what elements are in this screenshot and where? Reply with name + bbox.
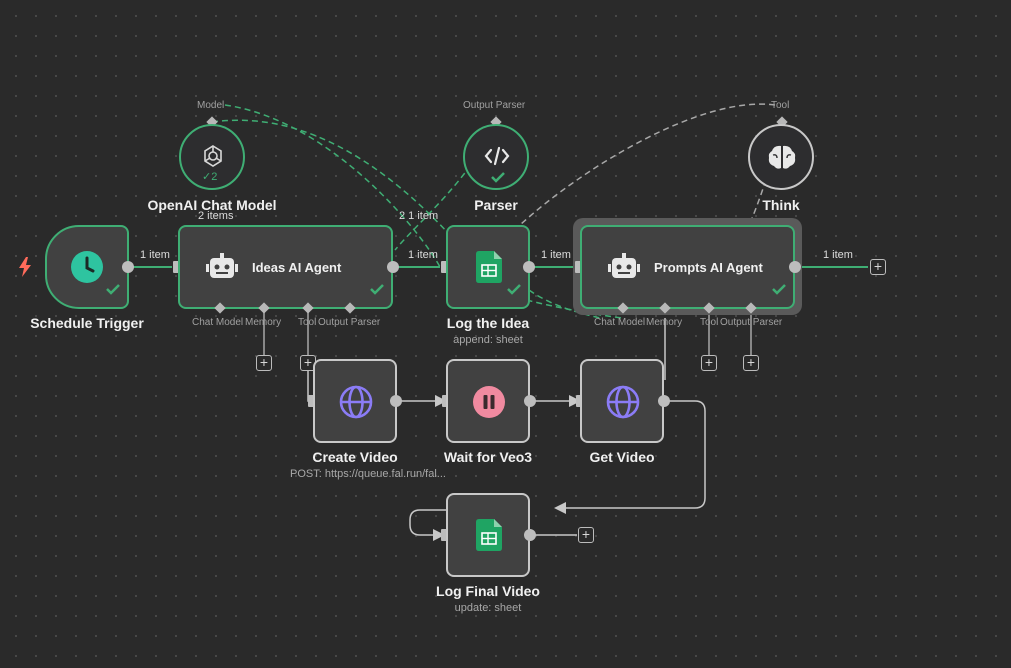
- prompts-output-handle[interactable]: [789, 261, 801, 273]
- prompts-output-parser-add-button[interactable]: +: [743, 355, 759, 371]
- get-video-output-handle[interactable]: [658, 395, 670, 407]
- robot-icon: [206, 252, 238, 282]
- create-video-input-handle[interactable]: [308, 395, 315, 407]
- success-check-icon: [771, 282, 787, 301]
- prompts-port-tool: Tool: [700, 317, 719, 328]
- get-video-node[interactable]: [580, 359, 664, 443]
- success-check-icon: [506, 282, 522, 301]
- schedule-title: Schedule Trigger: [30, 315, 144, 331]
- edge-model-ideas: [211, 119, 451, 236]
- globe-icon: [605, 384, 641, 420]
- prompts-output-add-button[interactable]: +: [870, 259, 886, 275]
- ideas-output-handle[interactable]: [387, 261, 399, 273]
- log-final-title: Log Final Video: [436, 583, 540, 599]
- prompts-port-output-parser: Output Parser: [720, 317, 783, 328]
- get-video-input-handle[interactable]: [576, 395, 583, 407]
- ideas-agent-node[interactable]: Ideas AI Agent: [178, 225, 393, 309]
- openai-port-label: Model: [197, 100, 225, 111]
- ideas-port-memory: Memory: [245, 317, 282, 328]
- log-final-add-button[interactable]: +: [578, 527, 594, 543]
- ideas-title: Ideas AI Agent: [252, 259, 342, 275]
- edge-label-prompts-out: 1 item: [823, 249, 853, 261]
- success-check-icon: [369, 282, 385, 301]
- prompts-title: Prompts AI Agent: [654, 259, 763, 275]
- ideas-input-handle[interactable]: [173, 261, 180, 273]
- edge-label-ideas-log: 1 item: [408, 249, 438, 261]
- wait-output-handle[interactable]: [524, 395, 536, 407]
- prompts-port-memory: Memory: [646, 317, 683, 328]
- log-final-node[interactable]: [446, 493, 530, 577]
- prompts-tool-add-button[interactable]: +: [701, 355, 717, 371]
- prompts-agent-node[interactable]: Prompts AI Agent: [580, 225, 795, 309]
- log-idea-title: Log the Idea: [446, 315, 530, 331]
- sheets-icon: [476, 519, 502, 551]
- parser-port-label: Output Parser: [463, 100, 526, 111]
- lightning-icon: [18, 257, 32, 282]
- think-port-label: Tool: [771, 100, 790, 111]
- wait-node[interactable]: [446, 359, 530, 443]
- ideas-memory-add-button[interactable]: +: [256, 355, 272, 371]
- log-final-subtitle: update: sheet: [454, 602, 522, 614]
- edge-get-logfinal: [554, 400, 706, 514]
- log-final-input-handle[interactable]: [441, 529, 448, 541]
- edge-label-log-prompts: 1 item: [541, 249, 571, 261]
- create-video-node[interactable]: [313, 359, 397, 443]
- edge-model-prompts: [224, 104, 623, 319]
- ideas-port-tool: Tool: [298, 317, 317, 328]
- edge-tool-ideas: [519, 103, 776, 226]
- success-check-icon: [490, 170, 506, 189]
- openai-chat-model-node[interactable]: ✓2: [179, 124, 245, 190]
- pause-icon: [472, 385, 506, 419]
- clock-icon: [69, 249, 105, 285]
- openai-title: OpenAI Chat Model: [147, 197, 277, 213]
- wait-input-handle[interactable]: [442, 395, 449, 407]
- parser-title: Parser: [474, 197, 518, 213]
- think-node[interactable]: [748, 124, 814, 190]
- edge-label-log-badge: 2 1 item: [399, 210, 439, 222]
- log-final-output-handle[interactable]: [524, 529, 536, 541]
- prompts-port-chat-model: Chat Model: [594, 317, 646, 328]
- create-video-title: Create Video: [312, 449, 398, 465]
- edge-label-schedule-ideas: 1 item: [140, 249, 170, 261]
- create-video-output-handle[interactable]: [390, 395, 402, 407]
- think-title: Think: [762, 197, 800, 213]
- wait-title: Wait for Veo3: [443, 449, 533, 465]
- edge-label-openai-items: 2 items: [198, 210, 234, 222]
- get-video-title: Get Video: [589, 449, 655, 465]
- openai-icon: [199, 142, 227, 170]
- robot-icon: [608, 252, 640, 282]
- create-video-subtitle: POST: https://queue.fal.run/fal...: [290, 468, 446, 480]
- ideas-port-output-parser: Output Parser: [318, 317, 381, 328]
- brain-icon: [768, 144, 796, 170]
- log-idea-input-handle[interactable]: [441, 261, 448, 273]
- ideas-port-chat-model: Chat Model: [192, 317, 244, 328]
- run-count-badge: ✓2: [202, 171, 218, 183]
- prompts-input-handle[interactable]: [575, 261, 582, 273]
- sheets-icon: [476, 251, 502, 283]
- success-check-icon: [105, 282, 121, 301]
- schedule-output-handle[interactable]: [122, 261, 134, 273]
- log-idea-node[interactable]: [446, 225, 530, 309]
- schedule-trigger-node[interactable]: [45, 225, 129, 309]
- parser-node[interactable]: [463, 124, 529, 190]
- globe-icon: [338, 384, 374, 420]
- log-idea-subtitle: append: sheet: [453, 334, 523, 346]
- log-idea-output-handle[interactable]: [523, 261, 535, 273]
- code-icon: [484, 146, 510, 166]
